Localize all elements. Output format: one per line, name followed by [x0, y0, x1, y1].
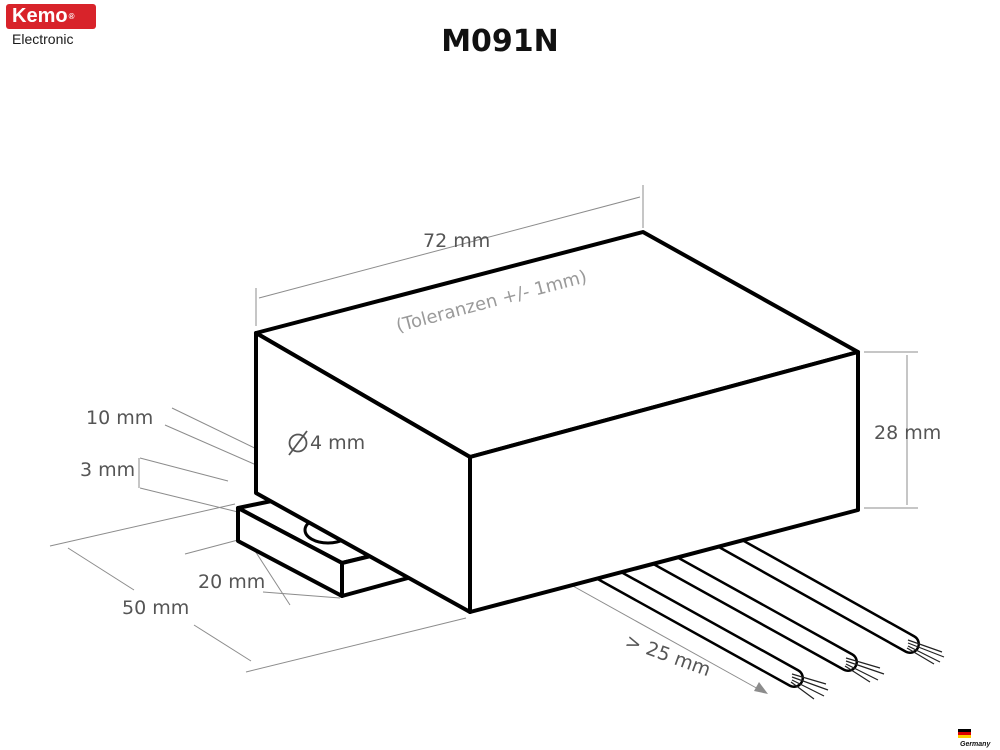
label-hole-diameter: 4 mm [310, 432, 365, 454]
logo-registered-mark: ® [68, 12, 75, 21]
logo-brand-box: Kemo® [6, 4, 96, 29]
kemo-logo: Kemo® Electronic [6, 4, 106, 48]
label-tab-length: 10 mm [86, 407, 153, 429]
logo-brand-text: Kemo [12, 5, 68, 27]
germany-badge: Germany [958, 729, 991, 748]
label-height: 28 mm [874, 422, 941, 444]
dimension-lines [49, 185, 918, 694]
label-depth: 50 mm [122, 597, 189, 619]
label-tab-width: 20 mm [198, 571, 265, 593]
logo-subtitle: Electronic [12, 31, 74, 47]
model-title: M091N [441, 24, 559, 59]
label-wire-length: > 25 mm [622, 630, 713, 681]
diameter-icon [288, 430, 308, 456]
label-length: 72 mm [423, 230, 490, 252]
label-tab-thickness: 3 mm [80, 459, 135, 481]
housing-box [254, 230, 860, 614]
badge-country: Germany [960, 741, 991, 748]
